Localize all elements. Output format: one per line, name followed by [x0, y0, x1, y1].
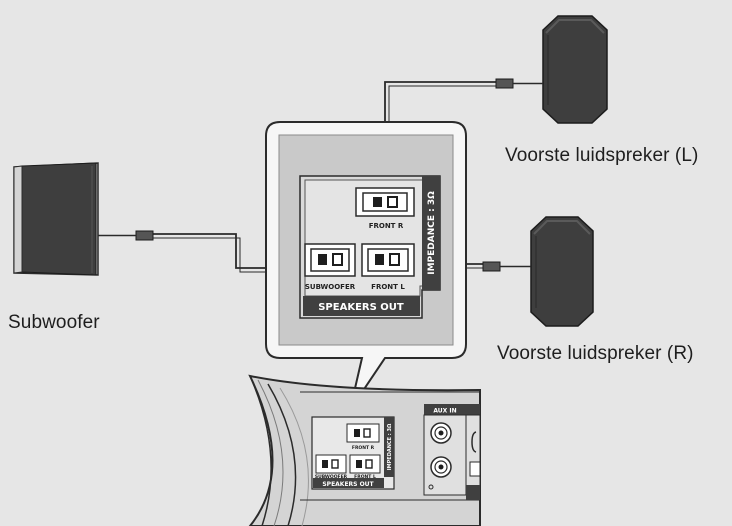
terminal-front-l: FRONT L — [361, 243, 415, 291]
aux-jack-icon — [430, 422, 452, 444]
unit-terminal-subwoofer-label: SUBWOOFER — [315, 474, 348, 480]
unit-aux-in: AUX IN — [423, 404, 481, 500]
unit-panel-title: SPEAKERS OUT — [322, 481, 374, 488]
terminal-subwoofer-label: SUBWOOFER — [305, 283, 356, 291]
subwoofer-speaker — [13, 162, 99, 276]
unit-terminal-front-r-label: FRONT R — [352, 445, 375, 451]
speakers-out-panel: SPEAKERS OUT IMPEDANCE : 3Ω FRONT R SUBW… — [299, 175, 441, 319]
terminal-front-r-label: FRONT R — [369, 222, 404, 230]
terminal-front-r: FRONT R — [355, 187, 415, 230]
front-right-speaker — [530, 216, 594, 327]
main-unit-rear: IMPEDANCE : 3Ω SPEAKERS OUT FRONT R SUBW… — [248, 374, 481, 526]
terminal-front-l-label: FRONT L — [371, 283, 405, 291]
unit-panel-impedance: IMPEDANCE : 3Ω — [387, 423, 393, 470]
panel-impedance: IMPEDANCE : 3Ω — [427, 191, 437, 275]
aux-jack-icon — [430, 456, 452, 478]
unit-terminal-front-l-label: FRONT L — [354, 474, 376, 480]
front-left-speaker — [542, 15, 608, 124]
subwoofer-label: Subwoofer — [8, 312, 100, 333]
front-right-speaker-label: Voorste luidspreker (R) — [497, 343, 694, 364]
unit-aux-in-label: AUX IN — [433, 408, 456, 415]
terminal-subwoofer: SUBWOOFER — [304, 243, 356, 291]
front-left-speaker-label: Voorste luidspreker (L) — [505, 145, 699, 166]
panel-title: SPEAKERS OUT — [318, 302, 404, 313]
unit-speakers-out-panel: IMPEDANCE : 3Ω SPEAKERS OUT FRONT R SUBW… — [311, 416, 395, 490]
